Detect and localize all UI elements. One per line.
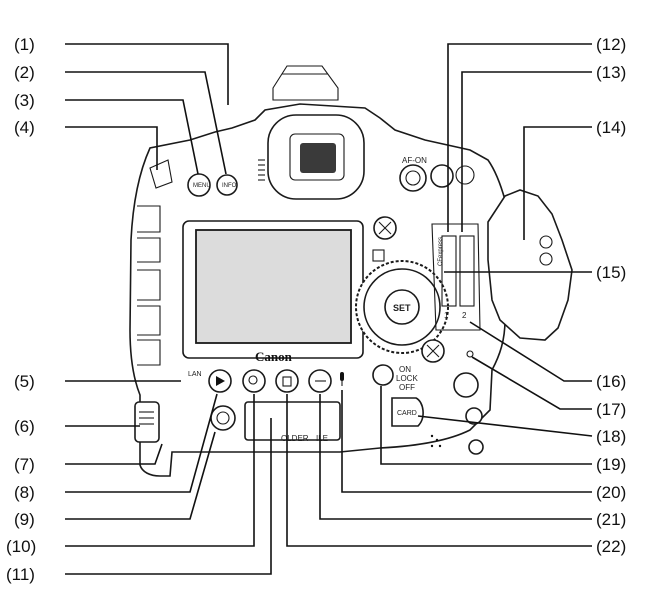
file-label: ILE: [316, 434, 328, 443]
callout-11: (11): [6, 565, 35, 584]
card-slot-2: [459, 235, 475, 307]
card-cover-release-lever[interactable]: [391, 397, 424, 427]
callout-18: (18): [596, 427, 626, 446]
folder-label: OLDER: [281, 434, 309, 443]
callout-15: (15): [596, 263, 626, 282]
callout-20: (20): [596, 483, 626, 502]
callout-9: (9): [14, 510, 35, 529]
callout-16: (16): [596, 372, 626, 391]
rear-lcd-panel: [244, 401, 341, 441]
lock-on-label: ON: [399, 365, 411, 374]
multi-function-button[interactable]: [210, 405, 236, 431]
callout-2: (2): [14, 63, 35, 82]
svg-text:INFO: INFO: [222, 183, 237, 189]
left-callout-labels: (1) (2) (3) (4) (5) (6) (7) (8) (9) (10)…: [6, 35, 36, 584]
callout-10: (10): [6, 537, 36, 556]
right-leader-lines: [286, 43, 593, 547]
q-button[interactable]: [372, 249, 385, 262]
callout-7: (7): [14, 455, 35, 474]
viewfinder-window: [289, 133, 345, 181]
speaker-holes: [430, 434, 442, 448]
lcd-monitor: [195, 229, 352, 344]
callout-1: (1): [14, 35, 35, 54]
access-lamp: [466, 350, 474, 358]
ael-button[interactable]: [430, 164, 454, 188]
af-on-label: AF-ON: [402, 156, 427, 165]
callout-5: (5): [14, 372, 35, 391]
card-label: CARD: [397, 410, 417, 417]
grip-button-3[interactable]: [468, 439, 484, 455]
cfexpress-label: CFexpress: [438, 237, 444, 266]
slot-1-label: 1: [444, 311, 449, 320]
lock-off-label: OFF: [399, 383, 415, 392]
callout-12: (12): [596, 35, 626, 54]
lan-label: LAN: [188, 371, 202, 378]
right-callout-labels: (12) (13) (14) (15) (16) (17) (18) (19) …: [596, 35, 626, 556]
microphone-icon: [340, 372, 344, 386]
erase-button[interactable]: [275, 369, 299, 393]
svg-text:MENU: MENU: [193, 183, 211, 189]
left-leader-lines: [65, 43, 272, 575]
grip-button-1[interactable]: [453, 372, 479, 398]
brand-logo: Canon: [255, 349, 293, 364]
set-button[interactable]: [384, 289, 420, 325]
card-slot-cover: [487, 189, 573, 341]
menu-button[interactable]: [187, 173, 211, 197]
callout-6: (6): [14, 417, 35, 436]
eyecup-vent: [258, 159, 265, 181]
side-terminal-covers: [137, 205, 161, 366]
callout-13: (13): [596, 63, 626, 82]
set-label: SET: [393, 303, 411, 313]
info-button[interactable]: [216, 174, 238, 196]
callout-19: (19): [596, 455, 626, 474]
callout-14: (14): [596, 118, 626, 137]
callout-8: (8): [14, 483, 35, 502]
callout-21: (21): [596, 510, 626, 529]
magnify-button[interactable]: [242, 369, 266, 393]
callout-4: (4): [14, 118, 35, 137]
callout-22: (22): [596, 537, 626, 556]
lock-label: LOCK: [396, 374, 418, 383]
viewfinder-eyepiece: [300, 143, 336, 173]
card-slot-1: [441, 235, 457, 307]
grip-button-2[interactable]: [465, 407, 483, 425]
terminal-cover: [134, 401, 160, 443]
lock-switch[interactable]: [372, 364, 394, 386]
af-on-button[interactable]: [399, 164, 427, 192]
callout-17: (17): [596, 400, 626, 419]
shoulder-strap-lug: [149, 159, 173, 189]
slot-2-label: 2: [462, 311, 467, 320]
hot-shoe: [272, 65, 339, 101]
callout-3: (3): [14, 91, 35, 110]
